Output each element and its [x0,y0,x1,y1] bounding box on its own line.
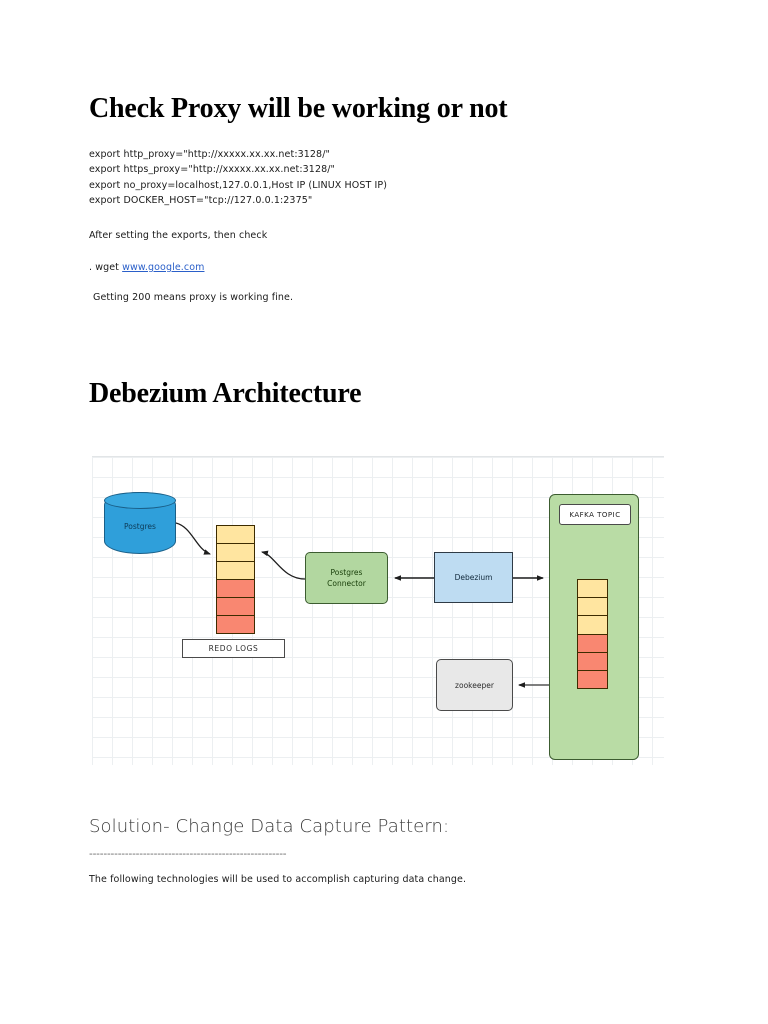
wire-connector-to-redo [261,550,306,580]
node-zookeeper[interactable]: zookeeper [436,659,513,711]
solution-heading: Solution- Change Data Capture Pattern: [89,816,450,837]
redo-log-stack [216,525,255,634]
export-line-no-proxy: export no_proxy=localhost,127.0.0.1,Host… [89,179,388,191]
log-cell [217,561,254,579]
node-zookeeper-label: zookeeper [455,680,494,690]
diagram-connectors [175,522,549,688]
log-cell [217,615,254,633]
node-postgres-label: Postgres [124,521,156,531]
node-postgres-database[interactable]: Postgres [104,492,176,554]
page-title-check-proxy: Check Proxy will be working or not [89,93,508,124]
node-postgres-connector-label: Postgres Connector [327,567,366,589]
log-cell [578,597,607,616]
wget-prefix: . wget [89,262,123,273]
log-cell [217,579,254,597]
google-link[interactable]: www.google.com [122,262,205,273]
wget-line: . wget www.google.com [89,262,204,273]
export-commands-block: export http_proxy="http://xxxxx.xx.xx.ne… [89,147,387,208]
log-cell [217,526,254,543]
after-exports-text: After setting the exports, then check [89,230,268,241]
log-cell [217,597,254,615]
node-kafka-topic-panel[interactable]: KAFKA TOPIC [549,494,639,760]
log-cell [217,543,254,561]
log-cell [578,615,607,634]
node-redo-logs-label: REDO LOGS [182,639,285,658]
page-title-debezium-architecture: Debezium Architecture [89,378,362,409]
solution-divider: ----------------------------------------… [89,848,287,860]
export-line-docker-host: export DOCKER_HOST="tcp://127.0.0.1:2375… [89,194,313,206]
node-debezium[interactable]: Debezium [434,552,513,603]
solution-note-text: The following technologies will be used … [89,874,467,885]
redo-logs-text: REDO LOGS [208,644,259,653]
connector-label-line2: Connector [327,579,366,588]
debezium-architecture-diagram: Postgres REDO LOGS Postgres Connector De… [92,456,664,765]
log-cell [578,580,607,598]
log-cell [578,651,607,670]
export-line-https-proxy: export https_proxy="http://xxxxx.xx.xx.n… [89,164,336,176]
kafka-topic-text: KAFKA TOPIC [569,510,621,519]
log-cell [578,669,607,689]
proxy-result-text: Getting 200 means proxy is working fine. [93,292,294,303]
node-postgres-connector[interactable]: Postgres Connector [305,552,388,604]
connector-label-line1: Postgres [330,568,363,577]
export-line-http-proxy: export http_proxy="http://xxxxx.xx.xx.ne… [89,149,330,160]
kafka-message-stack [577,579,608,689]
node-debezium-label: Debezium [454,573,493,582]
log-cell [578,633,607,652]
kafka-topic-label-box: KAFKA TOPIC [559,504,631,525]
wire-postgres-to-redo [175,522,211,555]
